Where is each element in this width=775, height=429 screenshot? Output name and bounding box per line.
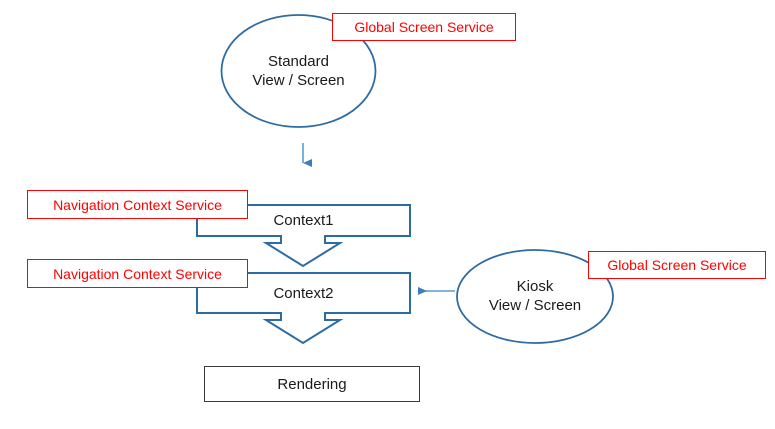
node-standard-view-label: Standard View / Screen	[222, 45, 375, 97]
node-context1-label: Context1	[273, 212, 334, 229]
annotation-navigation-context-service-2-label: Navigation Context Service	[53, 265, 222, 282]
annotation-global-screen-service-top[interactable]: Global Screen Service	[332, 13, 516, 41]
node-kiosk-view-line1: Kiosk	[516, 278, 554, 295]
node-context2-shape[interactable]	[196, 272, 411, 345]
annotation-global-screen-service-top-label: Global Screen Service	[354, 19, 494, 35]
node-rendering-box[interactable]: Rendering	[204, 366, 420, 402]
node-standard-view-line2: View / Screen	[252, 72, 345, 89]
annotation-navigation-context-service-2[interactable]: Navigation Context Service	[27, 259, 248, 288]
node-context1-shape[interactable]	[196, 204, 411, 268]
node-kiosk-view-label: Kiosk View / Screen	[457, 270, 613, 322]
annotation-navigation-context-service-1[interactable]: Navigation Context Service	[27, 190, 248, 219]
node-standard-view-line1: Standard	[268, 53, 329, 70]
node-rendering-label: Rendering	[277, 375, 347, 393]
node-standard-view-ellipse[interactable]	[220, 14, 377, 128]
node-context2-label: Context2	[273, 284, 334, 302]
annotation-global-screen-service-bottom-label: Global Screen Service	[607, 257, 747, 273]
annotation-global-screen-service-bottom[interactable]: Global Screen Service	[588, 251, 766, 279]
annotation-navigation-context-service-1-label: Navigation Context Service	[53, 196, 222, 213]
node-kiosk-view-ellipse[interactable]	[456, 249, 614, 344]
node-kiosk-view-line2: View / Screen	[488, 297, 582, 314]
